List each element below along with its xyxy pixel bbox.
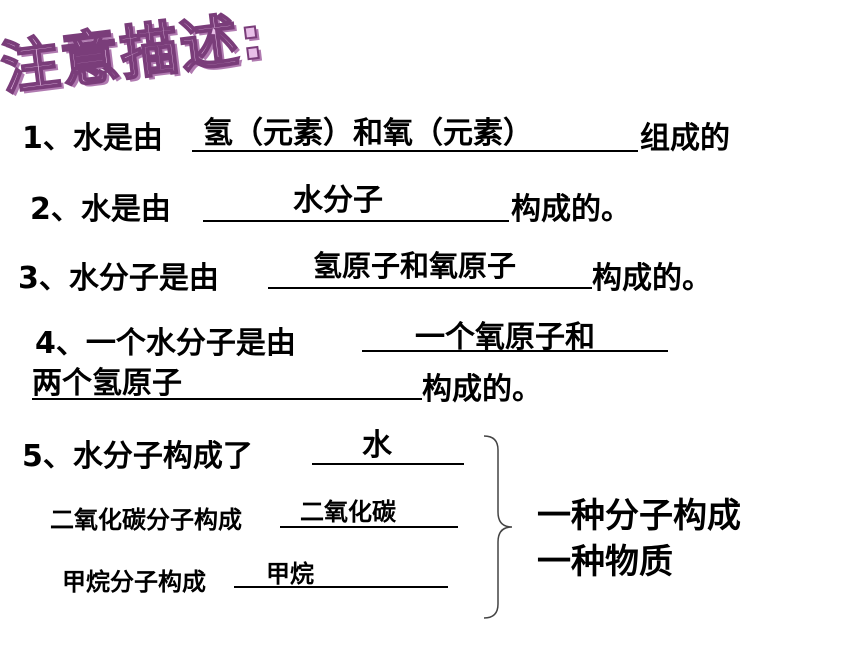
q6-prefix: 二氧化碳分子构成 xyxy=(50,506,242,534)
q1-answer: 氢（元素）和氧（元素） xyxy=(203,116,533,151)
q7-answer: 甲烷 xyxy=(266,560,314,588)
q2-suffix: 构成的。 xyxy=(511,192,631,227)
conclusion-line1: 一种分子构成 xyxy=(537,496,741,536)
q6-blank xyxy=(280,526,458,528)
q1-suffix: 组成的 xyxy=(640,121,730,156)
q5-answer: 水 xyxy=(362,428,392,463)
q2-prefix: 2、水是由 xyxy=(30,192,171,227)
q4-answer-line2: 两个氢原子 xyxy=(32,366,182,401)
q3-blank xyxy=(268,287,592,289)
q3-suffix: 构成的。 xyxy=(592,261,712,296)
q3-answer: 氢原子和氧原子 xyxy=(313,249,517,283)
q7-prefix: 甲烷分子构成 xyxy=(62,568,206,596)
q2-answer: 水分子 xyxy=(293,183,383,218)
conclusion-line2: 一种物质 xyxy=(537,542,673,582)
q2-blank xyxy=(203,220,509,222)
q5-prefix: 5、水分子构成了 xyxy=(22,439,253,474)
q5-blank xyxy=(312,463,464,465)
slide-title: 注意描述: xyxy=(0,2,270,104)
q7-blank xyxy=(234,586,448,588)
q4-prefix: 4、一个水分子是由 xyxy=(35,326,296,361)
q1-prefix: 1、水是由 xyxy=(22,121,163,156)
q1-blank xyxy=(192,150,638,152)
q4-blank-line2 xyxy=(32,398,422,400)
q4-answer-line1: 一个氧原子和 xyxy=(415,320,595,355)
q4-suffix: 构成的。 xyxy=(422,372,542,407)
right-brace xyxy=(483,435,513,619)
q6-answer: 二氧化碳 xyxy=(300,498,396,526)
q4-blank-line1 xyxy=(362,350,668,352)
q3-prefix: 3、水分子是由 xyxy=(18,261,219,296)
